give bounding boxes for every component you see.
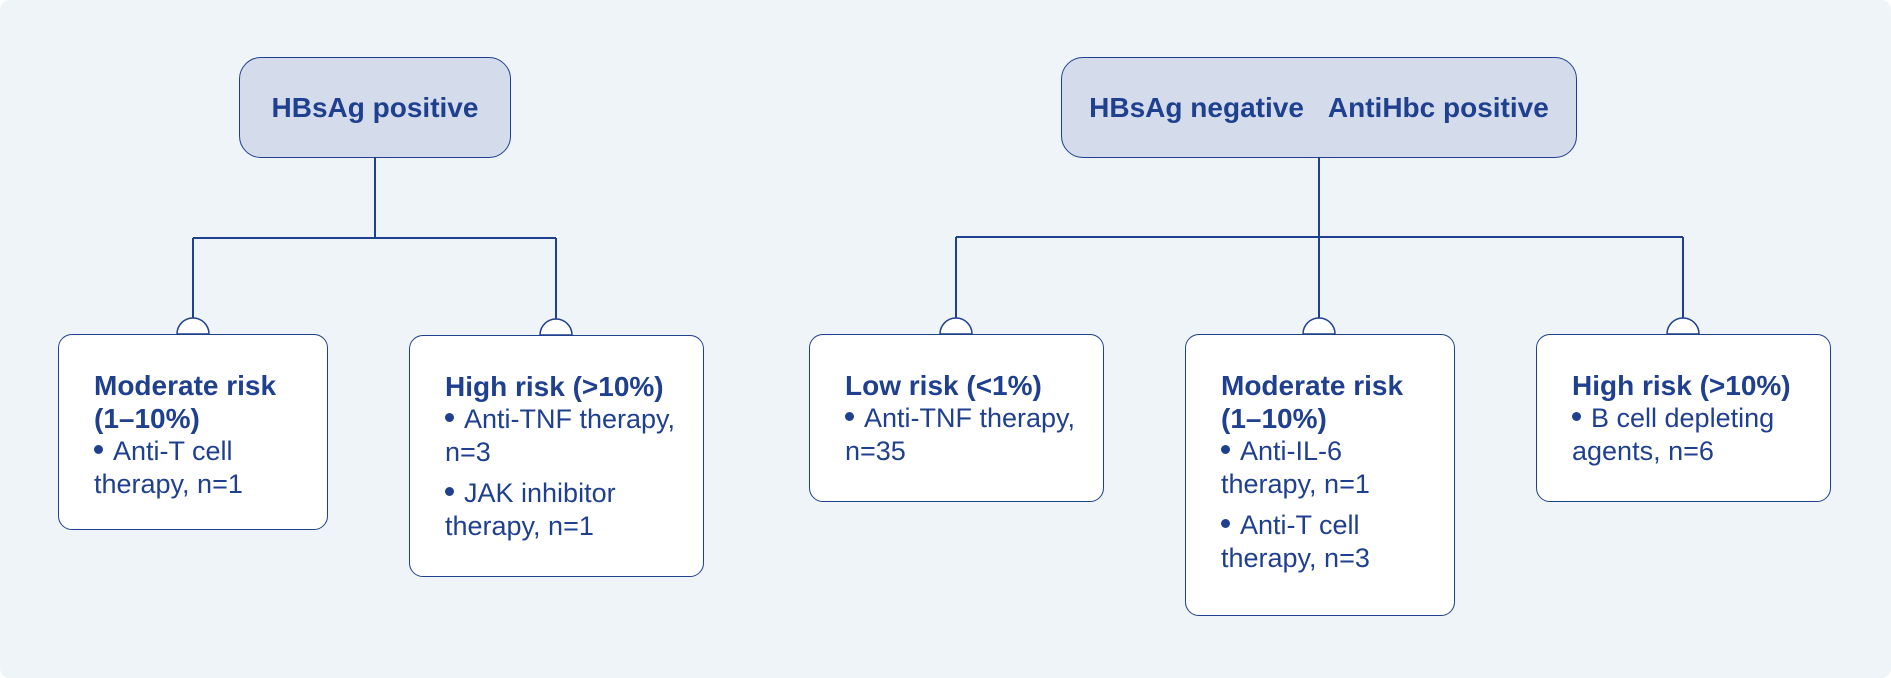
child-node-low-risk: Low risk (<1%) Anti-TNF therapy, n=35	[809, 334, 1104, 502]
list-item: Anti-TNF therapy, n=3	[445, 404, 676, 467]
bullet-icon	[1221, 445, 1230, 455]
parent-node-label: HBsAg positive	[271, 91, 479, 123]
bullet-icon	[1221, 519, 1230, 529]
connector-tab-2	[539, 318, 573, 336]
child-node-high-risk: High risk (>10%) B cell depleting agents…	[1536, 334, 1831, 502]
bullet-icon	[445, 413, 454, 423]
parent-node-hbsag-positive: HBsAg positive	[239, 57, 511, 158]
parent-node-label-part1: HBsAg negative	[1089, 91, 1304, 123]
connector-tab-3	[939, 317, 973, 335]
list-item: B cell depleting agents, n=6	[1572, 403, 1775, 466]
bullet-icon	[1572, 412, 1581, 422]
list-item: Anti-IL-6 therapy, n=1	[1221, 436, 1370, 499]
parent-node-hbsag-negative-antihbc-positive: HBsAg negative AntiHbc positive	[1061, 57, 1577, 158]
child-node-title: High risk (>10%)	[1572, 370, 1791, 401]
child-node-title: Low risk (<1%)	[845, 370, 1042, 401]
connector-tab-4	[1302, 317, 1336, 335]
list-item: Anti-T cell therapy, n=1	[94, 436, 243, 499]
child-node-high-risk: High risk (>10%) Anti-TNF therapy, n=3 J…	[409, 335, 704, 577]
child-node-moderate-risk: Moderate risk (1–10%) Anti-IL-6 therapy,…	[1185, 334, 1455, 616]
bullet-icon	[94, 445, 103, 455]
parent-node-label-part2: AntiHbc positive	[1327, 91, 1549, 123]
bullet-icon	[445, 487, 454, 497]
list-item: Anti-T cell therapy, n=3	[1221, 510, 1370, 573]
child-node-title: High risk (>10%)	[445, 371, 664, 402]
list-item: JAK inhibitor therapy, n=1	[445, 478, 616, 541]
connector-tab-1	[176, 317, 210, 335]
list-item: Anti-TNF therapy, n=35	[845, 403, 1076, 466]
child-node-moderate-risk: Moderate risk (1–10%) Anti-T cell therap…	[58, 334, 328, 530]
bullet-icon	[845, 412, 854, 422]
connector-tab-5	[1666, 317, 1700, 335]
child-node-title: Moderate risk (1–10%)	[1221, 370, 1404, 434]
child-node-title: Moderate risk (1–10%)	[94, 370, 277, 434]
